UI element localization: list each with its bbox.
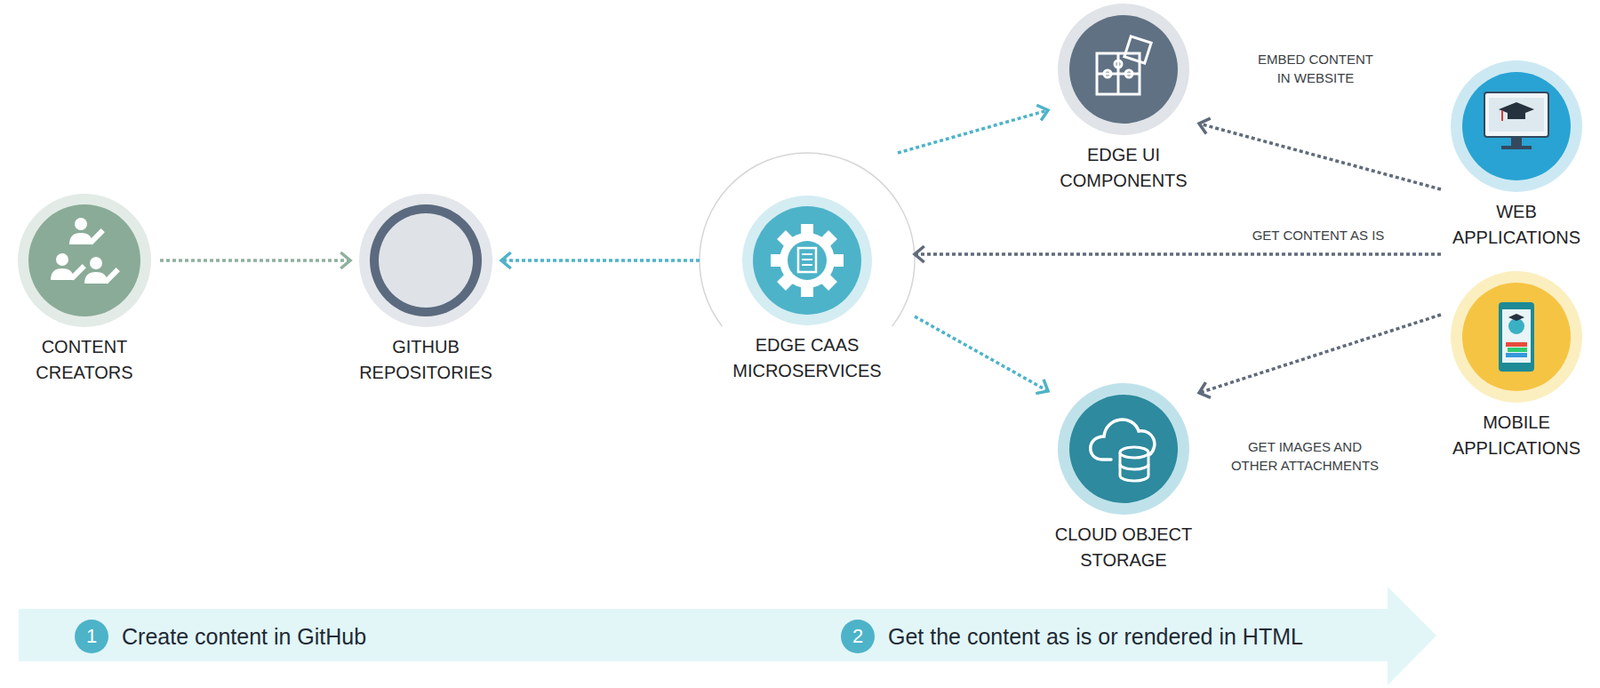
creators-icon [17,193,152,328]
puzzle-icon [1057,3,1190,136]
icon-node: GITHUB REPOSITORIES [350,193,502,393]
icon-node: WEB APPLICATIONS [1440,60,1592,258]
cloud-storage-icon [1057,383,1190,515]
connector-line [914,316,1048,392]
icon-node: EDGE CAAS MICROSERVICES [699,152,915,392]
step-number: 2 [852,624,864,648]
connector-line [897,110,1048,153]
connector-line [914,252,1441,256]
caas-icon [699,152,915,327]
edge-label: GET CONTENT AS IS [1252,225,1385,245]
edge-label: EMBED CONTENT IN WEBSITE [1253,49,1378,88]
dotted-connector [1199,314,1441,398]
icon-node: CONTENT CREATORS [8,193,160,393]
icon-space [8,193,160,335]
node-label: CONTENT CREATORS [8,334,160,386]
connector-line [501,258,700,263]
icon-node: MOBILE APPLICATIONS [1440,271,1592,469]
step-circle [840,619,875,654]
node-label: EDGE CAAS MICROSERVICES [718,332,896,384]
step-number: 1 [86,624,97,648]
icon-space [1440,60,1592,200]
dotted-connector [914,316,1048,394]
arrow-head [340,252,351,269]
edge-label: GET IMAGES AND OTHER ATTACHMENTS [1224,437,1386,475]
icon-space [1048,3,1200,143]
icon-space [350,193,502,335]
node-label: MOBILE APPLICATIONS [1440,409,1592,462]
web-app-icon [1450,60,1583,192]
node-label: GITHUB REPOSITORIES [350,334,502,386]
arrow-head [1035,379,1048,394]
arrow-head [1199,382,1211,398]
dotted-connector [1199,118,1441,190]
node-label: EDGE UI COMPONENTS [1048,142,1200,194]
step-text: Create content in GitHub [121,622,367,651]
icon-space [1048,383,1200,522]
arrow-head [1199,118,1211,134]
dotted-connector [914,246,1441,263]
connector-line [160,258,351,263]
github-icon [359,193,493,328]
icon-space [1440,271,1592,410]
connector-line [1199,123,1441,190]
dotted-connector [897,104,1048,153]
process-band [18,586,1437,686]
step-circle [74,619,109,654]
node-label: WEB APPLICATIONS [1440,199,1592,251]
arrow-head [1036,104,1048,120]
arrow-head [501,252,512,269]
dotted-connector [501,252,700,269]
arrow-head [914,246,925,263]
connector-line [1199,314,1441,393]
node-label: CLOUD OBJECT STORAGE [1048,521,1200,574]
icon-node: CLOUD OBJECT STORAGE [1048,383,1200,581]
step-text: Get the content as is or rendered in HTM… [888,622,1304,651]
icon-space [699,152,915,333]
icon-node: EDGE UI COMPONENTS [1048,3,1200,201]
mobile-app-icon [1450,271,1583,403]
dotted-connector [160,252,351,269]
